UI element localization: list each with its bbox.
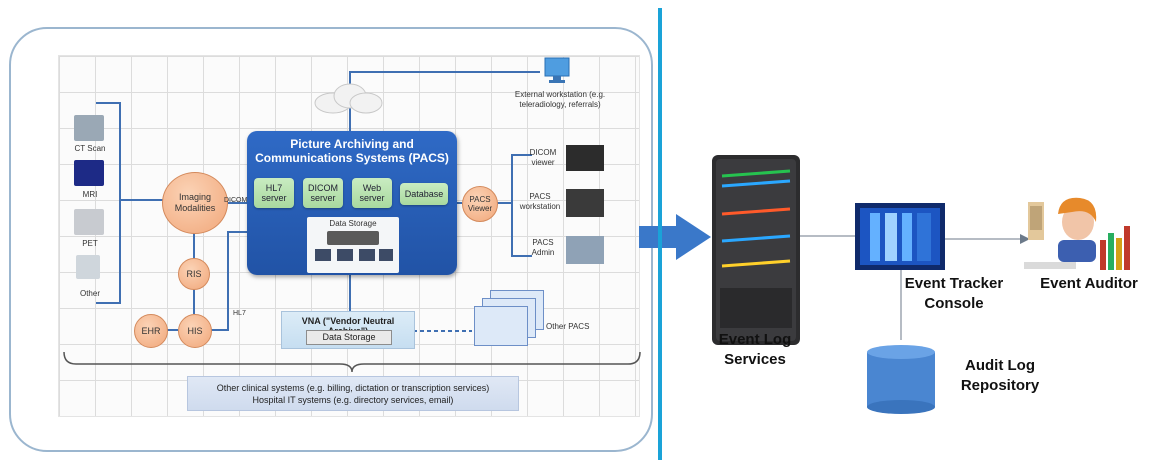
data-storage-panel: Data Storage: [307, 217, 399, 273]
admin-line2: Admin: [531, 248, 555, 257]
other-systems-line2: Hospital IT systems (e.g. directory serv…: [252, 394, 454, 405]
imaging-line1: Imaging: [178, 192, 212, 202]
ct-scanner-icon: [74, 115, 104, 141]
pacs-system-block: Picture Archiving and Communications Sys…: [247, 131, 457, 275]
workstation-icon: [566, 189, 604, 217]
web-server-line1: Web: [362, 183, 382, 193]
ct-scan-label: CT Scan: [74, 144, 106, 153]
workstation-line2: workstation: [519, 202, 561, 211]
dicom-viewer-icon: [566, 145, 604, 171]
external-line2: teleradiology, referrals): [519, 100, 601, 109]
hl7-connector-label: HL7: [233, 310, 246, 317]
event-log-line2: Services: [724, 351, 786, 368]
computer-icon: [379, 249, 393, 261]
workstation-line1: PACS: [529, 192, 551, 201]
repo-line1: Audit Log: [965, 357, 1035, 374]
vertical-divider: [658, 8, 662, 460]
tracker-line2: Console: [924, 295, 984, 312]
monitor-icon: [544, 57, 570, 83]
pet-scanner-icon: [74, 209, 104, 235]
other-systems-line1: Other clinical systems (e.g. billing, di…: [216, 382, 490, 393]
other-device-icon: [76, 255, 100, 279]
mri-label: MRI: [82, 190, 98, 199]
external-workstation-label: External workstation (e.g.teleradiology,…: [500, 90, 620, 110]
pacs-title-line2: Communications Systems (PACS): [255, 151, 449, 165]
his-label: HIS: [187, 325, 203, 336]
repo-line2: Repository: [960, 377, 1040, 394]
web-server-line2: server: [359, 193, 385, 203]
dicom-server-line2: server: [310, 193, 336, 203]
computer-icon: [337, 249, 353, 261]
other-pacs-card: [474, 306, 528, 346]
ehr-node: EHR: [134, 314, 168, 348]
pacs-title-line1: Picture Archiving and: [290, 137, 414, 151]
computer-icon: [359, 249, 375, 261]
event-log-services-label: Event Log Services: [700, 330, 810, 370]
mri-image-icon: [74, 160, 104, 186]
other-pacs-label: Other PACS: [546, 322, 590, 331]
imaging-line2: Modalities: [174, 203, 216, 213]
admin-person-icon: [566, 236, 604, 264]
data-storage-label: Data Storage: [329, 219, 377, 228]
hl7-server-line2: server: [261, 193, 287, 203]
vna-block: VNA ("Vendor Neutral Archive") Data Stor…: [281, 311, 415, 349]
event-tracker-console-label: Event Tracker Console: [889, 274, 1019, 314]
server-tower-icon: [712, 155, 800, 345]
console-screen-icon: [855, 203, 945, 270]
admin-line1: PACS: [532, 238, 554, 247]
cloud-icon: [314, 83, 383, 114]
dicom-server-line1: DICOM: [308, 183, 338, 193]
ris-label: RIS: [186, 268, 202, 279]
database-icon: [867, 345, 935, 414]
ehr-label: EHR: [141, 325, 161, 336]
dicom-connector-label: DICOM: [224, 197, 248, 204]
database-label: Database: [404, 189, 444, 199]
audit-log-repository-label: Audit Log Repository: [945, 356, 1055, 396]
other-label: Other: [79, 289, 100, 298]
ris-node: RIS: [178, 258, 210, 290]
other-systems-box: Other clinical systems (e.g. billing, di…: [187, 376, 519, 411]
event-log-line1: Event Log: [718, 331, 792, 348]
pacs-title: Picture Archiving and Communications Sys…: [247, 137, 457, 165]
hl7-server-line1: HL7: [265, 183, 283, 193]
dicom-viewer-line1: DICOM: [529, 148, 557, 157]
flow-arrow-icon: [639, 214, 711, 260]
storage-array-icon: [327, 231, 379, 245]
tracker-line1: Event Tracker: [904, 275, 1004, 292]
external-line1: External workstation (e.g.: [514, 90, 606, 99]
pet-label: PET: [82, 239, 98, 248]
computer-icon: [315, 249, 331, 261]
dicom-viewer-line2: viewer: [531, 158, 555, 167]
his-node: HIS: [178, 314, 212, 348]
event-auditor-label: Event Auditor: [1040, 275, 1138, 292]
auditor-person-icon: [1024, 197, 1130, 270]
vna-data-storage: Data Storage: [306, 330, 392, 345]
database-box: Database: [400, 183, 448, 205]
pacs-viewer-line1: PACS: [469, 195, 491, 204]
pacs-viewer-line2: Viewer: [467, 204, 493, 213]
